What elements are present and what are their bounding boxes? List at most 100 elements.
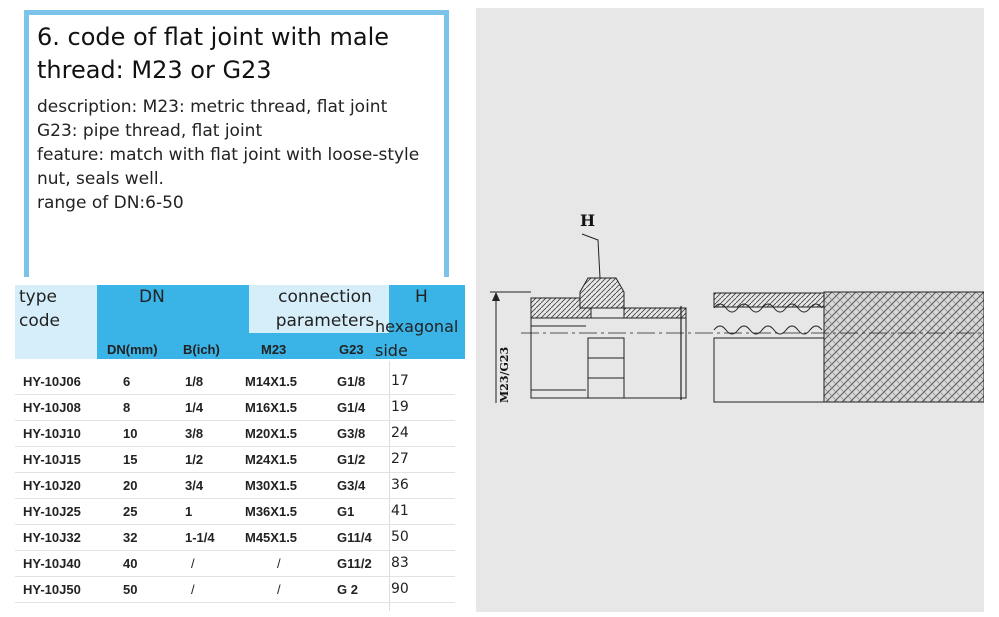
cell-dn: 25 <box>123 504 138 519</box>
row-divider <box>15 472 455 473</box>
row-divider <box>15 394 455 395</box>
header-h: H <box>415 287 428 307</box>
cell-dn: 8 <box>123 400 131 415</box>
cell-m23: M24X1.5 <box>245 452 298 467</box>
table-row: HY-10J08 8 1/4 M16X1.5 G1/4 19 <box>15 397 465 421</box>
collar <box>713 292 825 308</box>
cell-dn: 20 <box>123 478 138 493</box>
cell-code: HY-10J50 <box>23 582 81 597</box>
cell-g23: G11/4 <box>337 530 372 545</box>
cell-b: 1/2 <box>185 452 204 467</box>
cell-code: HY-10J15 <box>23 452 81 467</box>
cell-b: / <box>191 582 195 597</box>
table-row: HY-10J20 20 3/4 M30X1.5 G3/4 36 <box>15 475 465 499</box>
cell-m23: / <box>277 582 281 597</box>
cell-b: 1 <box>185 504 193 519</box>
row-divider <box>15 420 455 421</box>
cell-dn: 40 <box>123 556 138 571</box>
description-box: 6. code of flat joint with male thread: … <box>24 10 449 277</box>
cell-code: HY-10J25 <box>23 504 81 519</box>
cell-h: 90 <box>391 581 409 597</box>
dimension-arrow-top <box>492 292 500 301</box>
cell-g23: G 2 <box>337 582 358 597</box>
cell-dn: 32 <box>123 530 138 545</box>
hose-lower-body <box>713 337 825 403</box>
cell-g23: G3/4 <box>337 478 366 493</box>
row-divider <box>15 524 455 525</box>
description-line: G23: pipe thread, flat joint <box>37 121 263 141</box>
cell-h: 41 <box>391 503 409 519</box>
cell-dn: 15 <box>123 452 138 467</box>
row-divider <box>15 576 455 577</box>
header-dn-cell <box>97 285 249 359</box>
cell-h: 19 <box>391 399 409 415</box>
braided-hose <box>823 291 985 403</box>
header-g23: G23 <box>339 342 364 357</box>
header-m23: M23 <box>261 342 287 357</box>
cell-g23: G1/4 <box>337 400 366 415</box>
cell-code: HY-10J08 <box>23 400 81 415</box>
cell-b: / <box>191 556 195 571</box>
label-thread: M23/G23 <box>498 347 511 403</box>
corrugated-hose <box>713 303 823 335</box>
cell-g23: G3/8 <box>337 426 366 441</box>
tail-section <box>623 307 687 319</box>
flat-joint-drawing: H M23/G23 <box>490 211 985 403</box>
label-h: H <box>580 211 595 230</box>
cell-m23: M14X1.5 <box>245 374 298 389</box>
cell-m23: M45X1.5 <box>245 530 298 545</box>
cell-g23: G1/2 <box>337 452 366 467</box>
description-line: description: M23: metric thread, flat jo… <box>37 97 388 117</box>
header-b-inch: B(ich) <box>183 342 220 357</box>
header-dn: DN <box>139 287 165 307</box>
cell-b: 1-1/4 <box>185 530 215 545</box>
table-row: HY-10J32 32 1-1/4 M45X1.5 G11/4 50 <box>15 527 465 551</box>
cell-code: HY-10J20 <box>23 478 81 493</box>
cell-dn: 10 <box>123 426 138 441</box>
cell-code: HY-10J06 <box>23 374 81 389</box>
cell-g23: G1/8 <box>337 374 366 389</box>
cell-b: 3/8 <box>185 426 204 441</box>
hex-nut-side <box>587 337 625 399</box>
header-type-code-cell <box>15 285 97 359</box>
h-column <box>389 361 466 611</box>
cell-m23: M30X1.5 <box>245 478 298 493</box>
row-divider <box>15 550 455 551</box>
row-divider <box>15 446 455 447</box>
table-row: HY-10J25 25 1 M36X1.5 G1 41 <box>15 501 465 525</box>
cell-h: 83 <box>391 555 409 571</box>
cell-code: HY-10J40 <box>23 556 81 571</box>
hex-nut-top <box>579 277 625 309</box>
header-type-code: type code <box>19 287 60 331</box>
cell-h: 17 <box>391 373 409 389</box>
description-text: description: M23: metric thread, flat jo… <box>37 95 447 215</box>
table-row: HY-10J40 40 / / G11/2 83 <box>15 553 465 577</box>
description-line: range of DN:6-50 <box>37 193 184 213</box>
cell-code: HY-10J10 <box>23 426 81 441</box>
header-h-cell <box>389 285 465 359</box>
cell-dn: 50 <box>123 582 138 597</box>
table-row: HY-10J15 15 1/2 M24X1.5 G1/2 27 <box>15 449 465 473</box>
table-row: HY-10J50 50 / / G 2 90 <box>15 579 465 603</box>
cell-h: 27 <box>391 451 409 467</box>
cell-h: 36 <box>391 477 409 493</box>
header-connection-sub-cell <box>249 333 389 359</box>
cell-code: HY-10J32 <box>23 530 81 545</box>
header-h-sub: hexagonal side <box>375 317 459 360</box>
technical-drawing-panel: H M23/G23 <box>476 8 985 612</box>
spec-table: type code DN connection parameters H hex… <box>15 285 466 611</box>
header-connection: connection parameters <box>275 287 375 331</box>
table-row: HY-10J06 6 1/8 M14X1.5 G1/8 17 <box>15 371 465 395</box>
cell-m23: M36X1.5 <box>245 504 298 519</box>
h-leader-line <box>581 233 601 279</box>
section-title: 6. code of flat joint with male thread: … <box>37 23 389 84</box>
description-line: feature: match with flat joint with loos… <box>37 145 420 165</box>
cell-h: 24 <box>391 425 409 441</box>
cell-m23: M16X1.5 <box>245 400 298 415</box>
cell-m23: / <box>277 556 281 571</box>
header-dn-mm: DN(mm) <box>107 342 158 357</box>
cell-dn: 6 <box>123 374 131 389</box>
description-line: nut, seals well. <box>37 169 164 189</box>
table-row: HY-10J10 10 3/8 M20X1.5 G3/8 24 <box>15 423 465 447</box>
cell-h: 50 <box>391 529 409 545</box>
